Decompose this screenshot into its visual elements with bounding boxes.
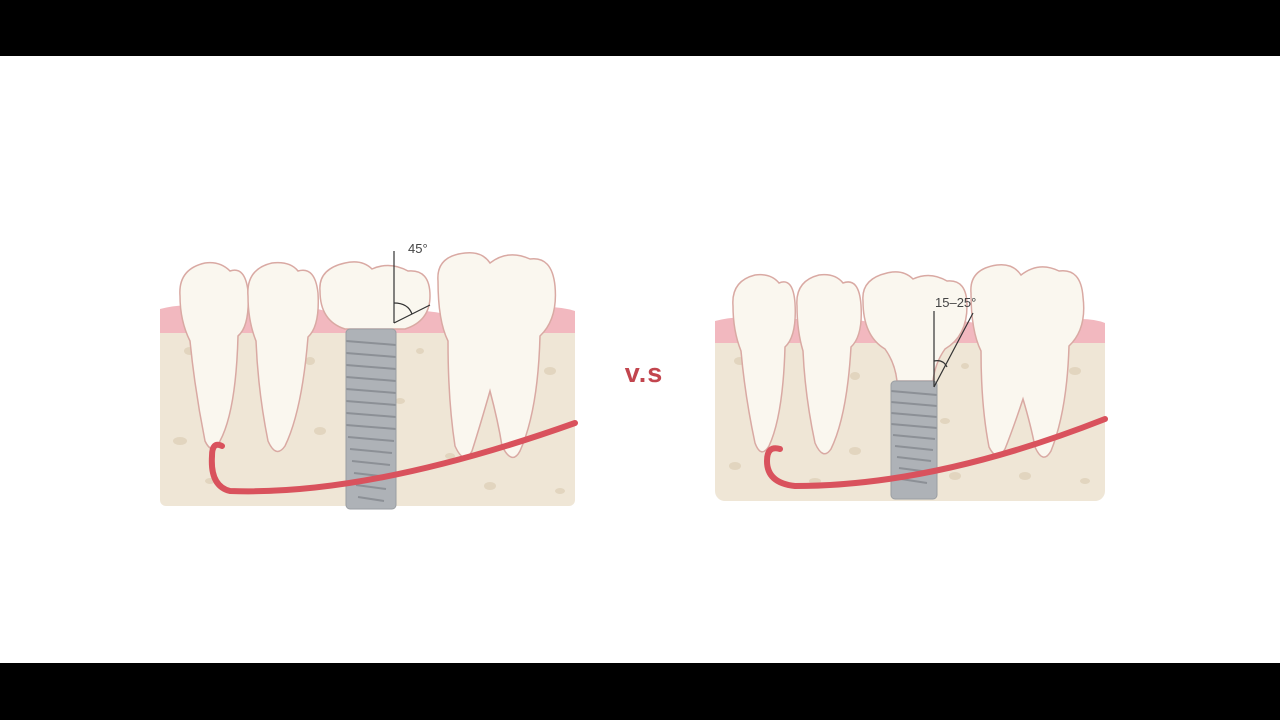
letterbox-bottom <box>0 663 1280 720</box>
implant-crown <box>319 261 431 330</box>
tooth-2 <box>247 261 320 453</box>
tooth-1 <box>732 273 797 453</box>
angle-label-left: 45° <box>408 241 428 256</box>
left-jaw-svg: 45° <box>160 241 578 510</box>
versus-label: v.s <box>624 358 664 388</box>
diagram-canvas: 45° v.s <box>0 56 1280 663</box>
implant-screw <box>890 380 938 500</box>
implant-crown <box>862 271 968 382</box>
left-jaw-illustration: 45° <box>150 241 590 521</box>
right-jaw-svg: 15–25° <box>715 263 1108 501</box>
letterbox-top <box>0 0 1280 56</box>
molar <box>970 263 1085 458</box>
nerve-canal <box>763 416 1108 490</box>
right-jaw-illustration: 15–25° <box>705 251 1115 511</box>
tooth-1 <box>179 261 250 450</box>
nerve-canal <box>208 420 578 495</box>
tooth-2 <box>796 273 863 455</box>
bone-speckles <box>729 357 1090 484</box>
angle-indicator <box>393 251 431 324</box>
molar <box>437 251 557 459</box>
angle-label-right: 15–25° <box>935 295 976 310</box>
angle-indicator <box>933 311 974 388</box>
